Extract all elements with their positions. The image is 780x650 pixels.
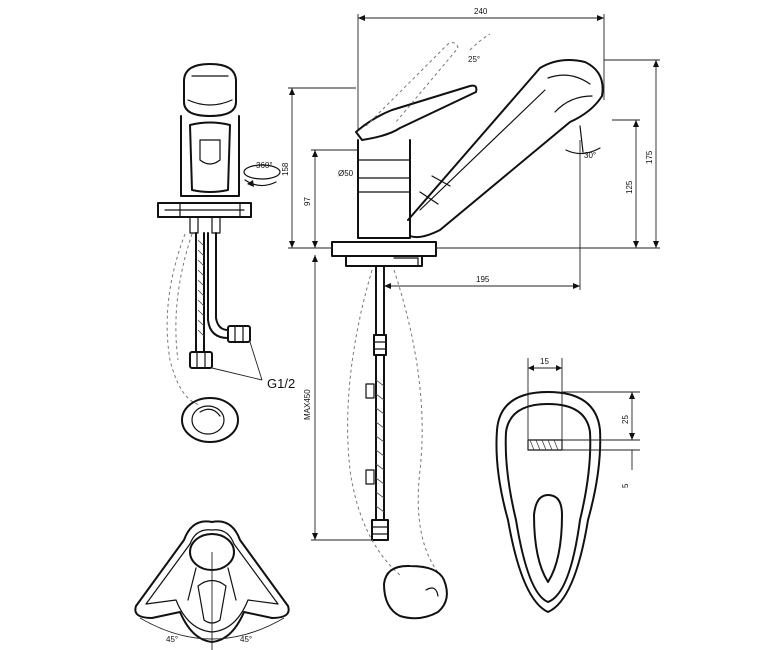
dim-overall-width: 240 (474, 7, 488, 16)
dim-spray-angle: 30° (584, 151, 596, 160)
dim-spout-height-high: 175 (645, 150, 654, 164)
dim-left-angle: 45° (166, 635, 178, 644)
thread-label: G1/2 (267, 376, 295, 391)
dim-hose-length: MAX450 (303, 389, 312, 420)
top-view: 45° 45° (134, 520, 290, 650)
dim-right-angle: 45° (240, 635, 252, 644)
dim-lever-angle: 25° (468, 55, 480, 64)
dim-lever-depth: 25 (621, 415, 630, 424)
lever-detail-view: 15 25 5 (495, 357, 640, 613)
dim-spout-length: 195 (476, 275, 490, 284)
rotation-label: 360° (256, 161, 273, 170)
dim-lever-width: 15 (540, 357, 549, 366)
dim-spout-height-low: 125 (625, 180, 634, 194)
dim-lever-offset: 5 (621, 483, 630, 488)
front-view: 360° G1/2 (157, 63, 295, 443)
dim-base-diameter: Ø50 (338, 169, 354, 178)
dim-lever-height: 158 (281, 162, 290, 176)
dim-body-height: 97 (303, 197, 312, 206)
side-view: 240 25° Ø50 30° (281, 7, 660, 620)
